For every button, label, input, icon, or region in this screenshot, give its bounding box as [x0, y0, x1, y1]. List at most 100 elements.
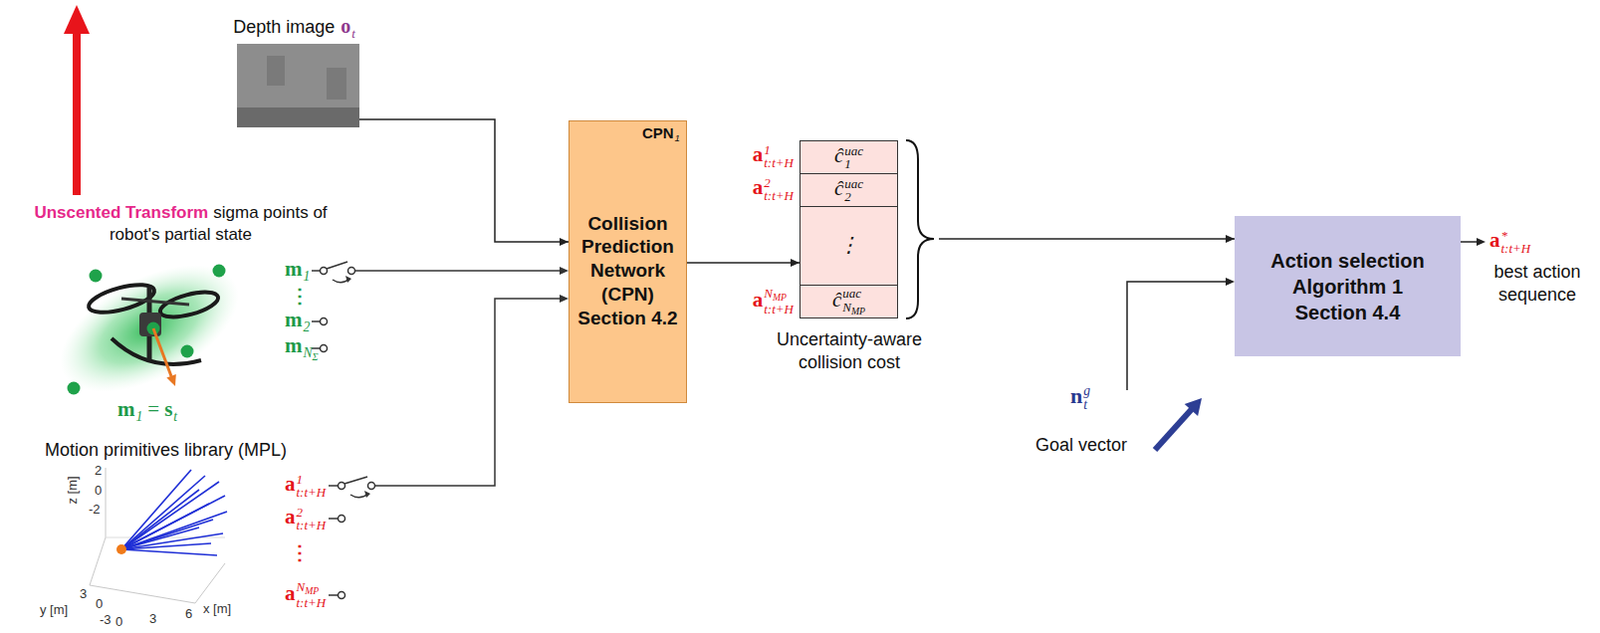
corner-label: CPN1: [642, 124, 681, 145]
subscript: NΣ: [303, 345, 319, 364]
math-symbol: =: [147, 397, 160, 422]
label-box: 3: [79, 586, 87, 602]
superscript: 2: [296, 505, 304, 520]
subscript-text: t:t+H: [296, 517, 327, 533]
math-symbol: s: [164, 397, 173, 422]
script-pair: gt: [1083, 384, 1091, 414]
subscript: 1: [844, 157, 852, 172]
superscript-text: N: [763, 285, 773, 301]
subscript: t:t+H: [763, 189, 794, 204]
math-symbol: m: [117, 397, 136, 422]
subscript: 1: [675, 132, 681, 145]
label-box: best action sequence: [1479, 260, 1596, 306]
superscript: uac: [844, 177, 864, 192]
label-box: a2t:t+H: [752, 175, 794, 204]
subscript-text: Σ: [312, 351, 319, 364]
math-expression: m1=st: [117, 397, 178, 426]
subscript-text: t: [351, 25, 356, 41]
label-box: aNMPt:t+H: [284, 580, 326, 611]
box-title: Collision Prediction Network (CPN) Secti…: [571, 212, 685, 331]
label-box: 0: [94, 482, 102, 498]
method-name: Unscented Transform: [33, 203, 209, 223]
superscript: 1: [296, 472, 304, 487]
math-symbol: ĉ: [834, 176, 844, 201]
superscript: g: [1083, 384, 1091, 399]
label-box: a2t:t+H: [284, 504, 326, 533]
superscript-text: uac: [844, 143, 864, 159]
math-symbol: o: [340, 14, 351, 37]
superscript: *: [1501, 228, 1509, 243]
script-pair: uacNMP: [842, 286, 866, 317]
goal-wire: [1127, 277, 1235, 391]
subscript-text: 1: [675, 132, 681, 144]
superscript-text: uac: [842, 285, 862, 301]
math-symbol: a: [752, 175, 764, 200]
cost-stack: Uncertainty-aware collision costĉuac1ĉua…: [799, 140, 939, 319]
label-box: 2: [94, 462, 102, 478]
subscript: t:t+H: [763, 156, 794, 171]
network-box: CPN1Collision Prediction Network (CPN) S…: [568, 120, 687, 404]
label-box: z [m]: [63, 475, 79, 504]
connector: [359, 119, 569, 242]
subscript: 1: [303, 268, 311, 285]
cell-body: ĉuac1: [800, 141, 898, 174]
superscript: uac: [844, 144, 864, 159]
math-symbol: m: [284, 307, 303, 332]
subscript: t:t+H: [1501, 241, 1532, 256]
axis-tick: 3: [149, 611, 157, 627]
math-expression: ĉuac1: [834, 143, 864, 172]
math-symbol: a: [752, 142, 764, 167]
math-expression: ĉuacNMP: [832, 286, 866, 317]
subscript-text: t: [1083, 397, 1088, 413]
label-box: 6: [185, 606, 193, 622]
depth-image: [236, 43, 360, 128]
caption-text: best action sequence: [1493, 261, 1581, 305]
subscript-text: N: [303, 345, 313, 361]
image-title-line: Depth imageot: [199, 13, 390, 41]
label-box: a1t:t+H: [752, 142, 794, 171]
label-box: Goal vector: [1035, 435, 1128, 457]
subscript-text: 2: [844, 189, 852, 205]
subscript-text: t:t+H: [763, 155, 794, 171]
superscript-text: 1: [296, 471, 304, 487]
subscript: t: [351, 25, 356, 42]
axis-tick: -2: [88, 501, 101, 517]
connector: [938, 237, 1235, 240]
subscript: t: [1083, 398, 1088, 413]
math-expression: a1t:t+H: [284, 471, 326, 500]
math-expression: m2: [284, 307, 310, 336]
superscript-text: 1: [763, 142, 771, 158]
script-pair: uac2: [844, 177, 864, 205]
subscript: t:t+H: [296, 485, 327, 500]
math-expression: mNΣ: [284, 333, 319, 364]
stack-caption: Uncertainty-aware collision cost: [769, 328, 929, 374]
subscript: t:t+H: [763, 302, 794, 317]
subscript-text: 2: [303, 319, 311, 335]
math-expression: a2t:t+H: [284, 504, 326, 533]
label-box: x [m]: [203, 601, 231, 617]
math-expression: m1: [284, 256, 310, 285]
subscript-text: t:t+H: [296, 484, 327, 500]
math-expression: ĉuac2: [834, 176, 864, 205]
label-box: mNΣ: [284, 333, 319, 364]
label-box: y [m]: [39, 602, 68, 618]
superscript-text: MP: [304, 586, 319, 597]
superscript-text: N: [296, 579, 306, 595]
math-symbol: a: [284, 581, 296, 606]
subscript: t: [173, 409, 178, 426]
label-box: m1=st: [117, 397, 178, 426]
script-pair: uac1: [844, 144, 864, 172]
math-symbol: m: [284, 256, 303, 281]
math-expression: ngt: [1070, 383, 1091, 413]
math-expression: ⋮: [838, 232, 860, 258]
math-expression: a1t:t+H: [752, 142, 794, 171]
subscript-text: 1: [136, 409, 144, 425]
label-box: ngt: [1070, 383, 1091, 413]
axis-tick: 6: [185, 606, 193, 622]
math-symbol: ĉ: [834, 143, 844, 168]
math-expression: ot: [340, 13, 356, 41]
box-body: Collision Prediction Network (CPN) Secti…: [571, 143, 685, 399]
superscript-text: 2: [296, 504, 304, 520]
cell-body: ⋮: [800, 207, 898, 285]
subscript: 2: [303, 319, 311, 336]
